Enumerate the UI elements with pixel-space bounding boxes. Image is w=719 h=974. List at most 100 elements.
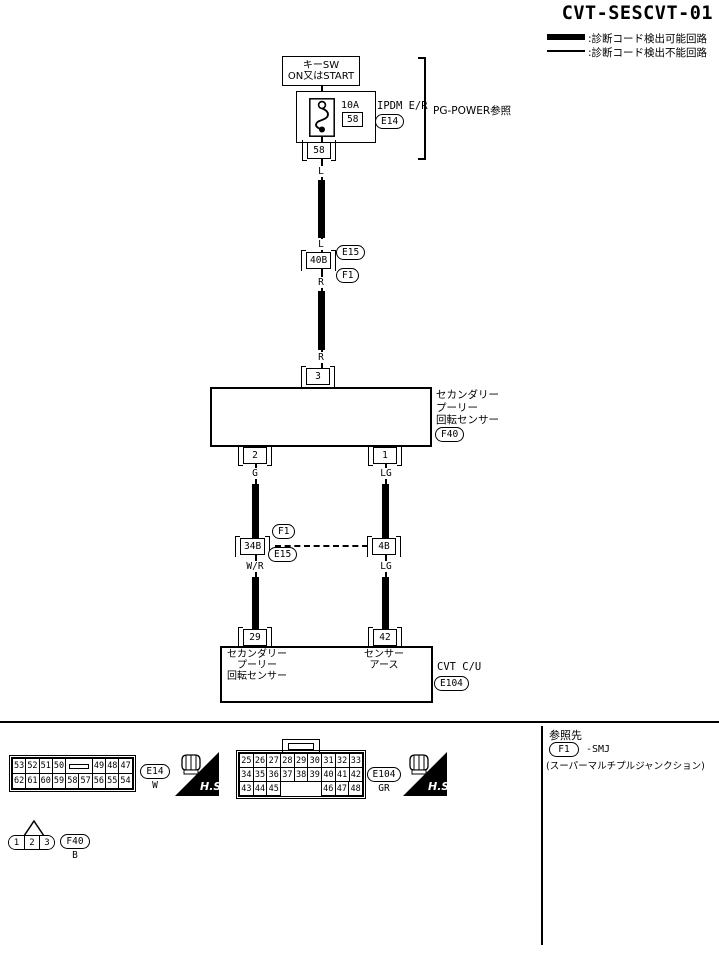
legend-thin-line (547, 50, 585, 52)
footer-ref-f40: F40 (60, 834, 90, 849)
wire-label-r-upper: R (316, 277, 326, 288)
wire-left-thin (254, 464, 257, 647)
footer-divider (0, 721, 719, 723)
connector-pin-48: 48 (348, 781, 363, 796)
ipdm-label: IPDM E/R (377, 100, 428, 112)
legend-undetectable-label: :診断コード検出不能回路 (588, 47, 708, 59)
fuse-icon (309, 98, 335, 137)
wire-label-lg-upper: LG (378, 468, 394, 479)
inline-connector-4b: 4B (367, 536, 401, 557)
connector-pin-52: 52 (25, 758, 40, 774)
wire-label-g: G (250, 468, 260, 479)
connector-pin-35: 35 (252, 767, 268, 782)
wire-label-wr: W/R (244, 561, 266, 572)
hs-view-icon-e104: H.S. (402, 751, 447, 796)
connector-pin-42: 42 (348, 767, 364, 782)
pin-58: 58 (302, 140, 336, 161)
connector-pin-48: 48 (105, 758, 120, 774)
wire-label-r-lower: R (316, 352, 326, 363)
connector-pin-43: 43 (239, 781, 254, 796)
wire-r-thick (318, 291, 325, 350)
connector-pin-2: 2 (24, 836, 39, 849)
inline-connector-34b: 34B (234, 536, 271, 557)
hs-label-e104: H.S. (428, 780, 447, 793)
hs-label-e14: H.S. (200, 780, 219, 793)
connector-pin-41: 41 (334, 767, 350, 782)
sensor-pin-3: 3 (301, 366, 335, 387)
connector-pin-45: 45 (266, 781, 282, 796)
connector-pin-61: 61 (25, 773, 40, 789)
connector-pin-39: 39 (307, 767, 323, 782)
connector-pin-3: 3 (39, 836, 54, 849)
connector-pin-36: 36 (266, 767, 282, 782)
sensor-box (210, 387, 432, 447)
fuse-number-box: 58 (342, 112, 364, 127)
connector-pin-38: 38 (293, 767, 309, 782)
connector-pin-54: 54 (118, 773, 133, 789)
connector-pin-27: 27 (266, 753, 282, 768)
cu-pin-42: 42 (368, 627, 402, 648)
hs-view-icon-e14: H.S. (174, 751, 219, 796)
sensor-name-line3: 回転センサー (436, 414, 499, 426)
connector-ref-e15-34b: E15 (268, 547, 298, 562)
footer-ref-e14: E14 (140, 764, 170, 779)
connector-pin-57: 57 (78, 773, 93, 789)
connector-ref-e14: E14 (375, 114, 405, 129)
cu-pin-29: 29 (238, 627, 272, 648)
connector-pin-31: 31 (321, 753, 336, 768)
pg-power-bracket (418, 57, 426, 160)
reference-connector-f1: F1 (549, 742, 579, 757)
footer-color-f40: B (72, 850, 78, 861)
pg-power-reference: PG-POWER参照 (433, 105, 512, 117)
wire-lg-thick-upper (382, 484, 389, 538)
connector-pin-37: 37 (280, 767, 295, 782)
connector-pin-46: 46 (320, 781, 336, 796)
cu-pin42-label2: アース (369, 660, 399, 671)
page-title: CVT-SESCVT-01 (561, 3, 713, 24)
connector-pin-51: 51 (38, 758, 53, 774)
cvt-cu-box (220, 646, 433, 703)
wire-wr-thick (252, 577, 259, 629)
connector-pin-47: 47 (118, 758, 133, 774)
footer-ref-e104: E104 (366, 767, 402, 782)
wire-label-l-lower: L (316, 239, 326, 250)
reference-divider (541, 726, 543, 945)
connector-ref-f1-bottom: F1 (336, 268, 360, 283)
wire-label-lg-lower: LG (378, 561, 394, 572)
connector-pin-59: 59 (51, 773, 67, 789)
footer-color-e104: GR (378, 783, 390, 794)
wire-lg-thick-lower (382, 577, 389, 629)
sensor-pin-2: 2 (238, 445, 272, 466)
key-switch-box: キーSW ON又はSTART (282, 56, 360, 86)
wire-right-thin (384, 464, 387, 647)
connector-pin-55: 55 (105, 773, 120, 789)
footer-color-e14: W (152, 780, 158, 791)
wire-label-l-upper: L (316, 166, 326, 177)
wire-g-thick (252, 484, 259, 538)
sensor-name-line1: セカンダリー (436, 389, 499, 401)
connector-slot (65, 758, 93, 774)
connector-pin-58: 58 (65, 773, 80, 789)
connector-pin-44: 44 (252, 781, 268, 796)
key-switch-line2: ON又はSTART (287, 71, 355, 82)
wire-l-thick (318, 180, 325, 238)
connector-ref-f40: F40 (435, 427, 465, 442)
reference-target: -SMJ (586, 744, 611, 755)
legend-detectable-label: :診断コード検出可能回路 (588, 33, 708, 45)
ipdm-box (296, 91, 376, 143)
cu-pin29-label3: 回転センサー (227, 671, 287, 682)
cu-pin29-label1: セカンダリー (227, 649, 287, 660)
connector-pin-62: 62 (12, 773, 27, 789)
inline-connector-dashed-link (275, 545, 368, 547)
connector-pin-40: 40 (321, 767, 336, 782)
connector-pin-50: 50 (51, 758, 67, 774)
connector-pin-34: 34 (239, 767, 254, 782)
